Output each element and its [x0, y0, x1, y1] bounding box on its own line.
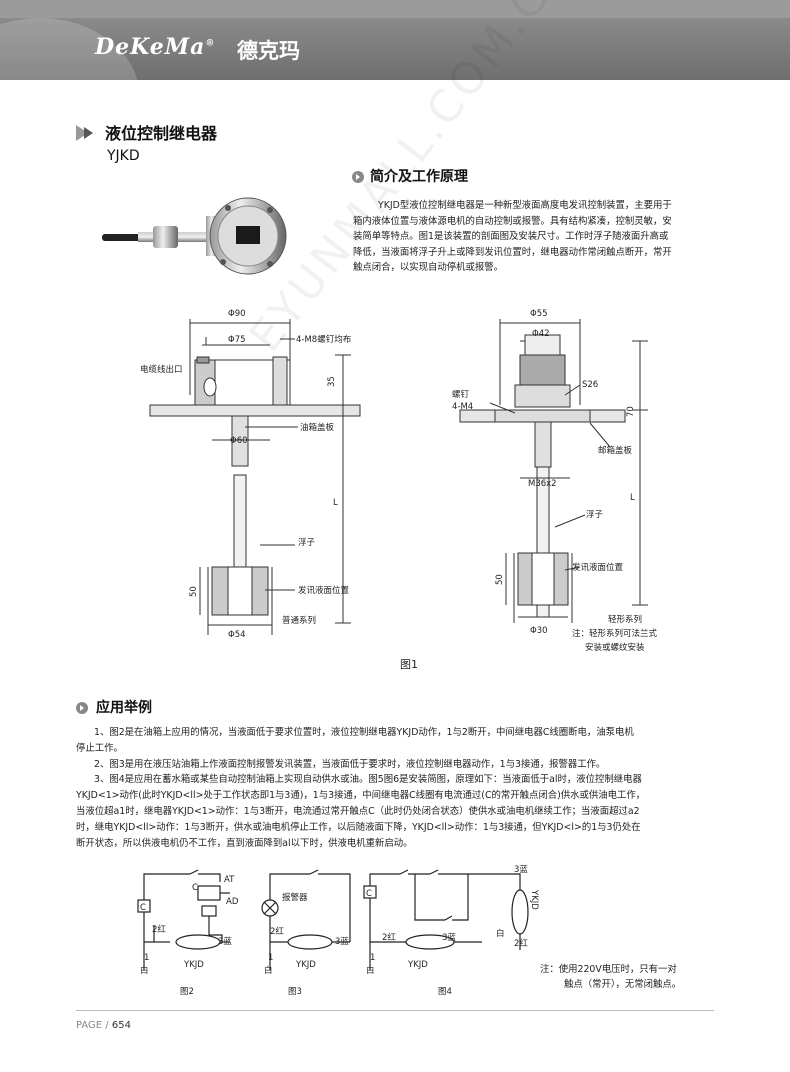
dim-L-left: L [333, 498, 338, 508]
circuit-label-at: AT [224, 875, 235, 885]
usage-line: YKJD<1>动作(此时YKJD<ll>处于工作状态即1与3通)，1与3接通，中… [76, 790, 646, 802]
usage-heading: 应用举例 [96, 700, 152, 716]
page-header: DeKeMa® 德克玛 [0, 0, 790, 80]
circuit-label-blue3-d: 3蓝 [514, 864, 528, 875]
circuit-label-white: 白 [140, 965, 149, 976]
footer-divider [76, 1010, 714, 1011]
logo-text: DeKeMa [95, 34, 206, 60]
intro-line: YKJD型液位控制继电器是一种新型液面高度电发讯控制装置，主要用于 [378, 200, 672, 211]
intro-heading: 简介及工作原理 [370, 169, 468, 185]
intro-line: 装简单等特点。图1是该装置的剖面图及安装尺寸。工作时浮子随液面升高或 [353, 231, 669, 243]
dim-d55: Φ55 [530, 309, 548, 319]
dim-d75: Φ75 [228, 335, 246, 345]
brand-name-cn: 德克玛 [237, 39, 300, 63]
label-float-right: 浮子 [586, 509, 604, 520]
circuit-fig2: 图2 [180, 987, 194, 997]
dim-h50-right: 50 [495, 574, 505, 585]
intro-line: 降低，当液面将浮子升上或降到发讯位置时，继电器动作常闭触点断开，常开 [353, 246, 672, 258]
label-screws: 4-M8螺钉均布 [296, 334, 351, 345]
title-arrow-inner-icon [84, 127, 93, 139]
circuit-label-white-c: 白 [366, 965, 375, 976]
circuit-label-white-d: 白 [496, 928, 505, 939]
figure1-caption: 图1 [400, 658, 418, 671]
label-light-series: 轻形系列 [608, 614, 642, 625]
circuit-label-red2-d: 2红 [514, 938, 528, 949]
circuit-label-red2-b: 2红 [270, 926, 284, 937]
dim-d54: Φ54 [228, 630, 246, 640]
circuit-label-ad: AD [226, 897, 239, 907]
label-tank-plate-right: 邮箱盖板 [598, 445, 633, 456]
circuit-label-red2-c: 2红 [382, 932, 396, 943]
dim-h35: 35 [327, 376, 337, 387]
label-float-left: 浮子 [298, 537, 316, 548]
circuit-label-ykjd-d: YKJD [529, 889, 539, 910]
intro-line: 触点闭合，以实现自动停机或报警。 [353, 262, 504, 274]
circuit-label-ykjd-c: YKJD [407, 960, 428, 970]
label-thread: M36x2 [528, 479, 557, 489]
circuit-label-ykjd: YKJD [183, 960, 204, 970]
usage-line: 时，继电YKJD<ll>动作：1与3断开，供水或油电机停止工作，以后随液面下降，… [76, 821, 641, 833]
header-band [0, 18, 790, 80]
circuit-note-line: 触点（常开），无常闭触点。 [564, 979, 682, 990]
intro-paragraph: YKJD型液位控制继电器是一种新型液面高度电发讯控制装置，主要用于 箱内液体位置… [353, 198, 718, 276]
page-label: PAGE / [76, 1020, 109, 1031]
circuit-label-c-b: C [366, 889, 372, 899]
circuit-label-alarm: 报警器 [282, 892, 308, 903]
circuit-fig3: 图3 [288, 987, 302, 997]
usage-line: 1、图2是在油箱上应用的情况，当液面低于要求位置时，液位控制继电器YKJD动作，… [94, 727, 634, 738]
label-standard-series: 普通系列 [282, 615, 316, 626]
circuit-label-blue3-b: 3蓝 [335, 936, 349, 947]
product-title: 液位控制继电器 [105, 124, 218, 143]
intro-line: 箱内液体位置与液体源电机的自动控制或报警。具有结构紧凑，控制灵敏，安 [353, 215, 672, 227]
circuit-label-1: 1 [144, 953, 149, 963]
label-light-note-2: 安装或螺纹安装 [585, 642, 645, 653]
dim-h50-left: 50 [189, 586, 199, 597]
product-photo [102, 197, 287, 275]
circuit-label-1-b: 1 [268, 953, 273, 963]
registered-mark: ® [205, 38, 216, 49]
dim-L-right: L [630, 493, 635, 503]
label-signal-left: 发讯液面位置 [298, 585, 350, 596]
circuit-label-blue3-c: 3蓝 [442, 932, 456, 943]
usage-line: 断开状态，所以供液电机仍不工作，直到液面降到al以下时，供液电机重新启动。 [76, 837, 413, 849]
label-screw: 螺钉 [452, 389, 470, 400]
dim-d60: Φ60 [230, 436, 248, 446]
dim-d42: Φ42 [532, 329, 550, 339]
circuit-note-line: 注：使用220V电压时，只有一对 [540, 964, 677, 975]
label-tank-plate: 油箱盖板 [300, 422, 335, 433]
dim-d30: Φ30 [530, 626, 548, 636]
dim-d90: Φ90 [228, 309, 246, 319]
page-number: 654 [111, 1020, 131, 1031]
section-bullet-icon [76, 702, 88, 714]
circuit-label-red2: 2红 [152, 924, 166, 935]
page-footer: PAGE / 654 [76, 1020, 131, 1031]
circuit-label-blue3: 3蓝 [218, 936, 232, 947]
circuit-label-white-b: 白 [264, 965, 273, 976]
brand-logo: DeKeMa® [95, 34, 215, 60]
circuit-label-1-c: 1 [370, 953, 375, 963]
usage-line: 当液位超a1时，继电器YKJD<1>动作：1与3断开，电流通过常开触点C（此时仍… [76, 805, 640, 817]
usage-line: 3、图4是应用在蓄水箱或某些自动控制油箱上实现自动供水或油。图5图6是安装简图，… [94, 774, 642, 786]
usage-line: 停止工作。 [76, 742, 123, 754]
label-signal-right: 发讯液面位置 [572, 562, 624, 573]
section-bullet-icon [352, 171, 364, 183]
circuit-label-ykjd-b: YKJD [295, 960, 316, 970]
circuit-diagrams: C C AT AD 2红 3蓝 1 白 YKJD 图2 报警器 2红 3蓝 1 … [137, 864, 539, 997]
dim-h70: 70 [626, 406, 636, 417]
usage-line: 2、图3是用在液压站油箱上作液面控制报警发讯装置，当液面低于要求时，液位控制继电… [94, 758, 606, 770]
figure1-drawing: Φ90 Φ75 4-M8螺钉均布 电缆线出口 35 Φ60 油箱盖板 L 浮子 … [140, 309, 658, 653]
label-s26: S26 [582, 380, 598, 390]
label-light-note-1: 注：轻形系列可法兰式 [572, 628, 658, 639]
circuit-note: 注：使用220V电压时，只有一对 触点（常开），无常闭触点。 [540, 962, 681, 992]
circuit-label-c-2: C [192, 883, 198, 893]
product-model: YJKD [107, 148, 140, 164]
circuit-fig4: 图4 [438, 987, 452, 997]
usage-paragraph: 1、图2是在油箱上应用的情况，当液面低于要求位置时，液位控制继电器YKJD动作，… [76, 725, 714, 851]
label-screw-size: 4-M4 [452, 402, 473, 412]
circuit-label-c: C [140, 903, 146, 913]
label-cable-exit: 电缆线出口 [140, 364, 183, 375]
